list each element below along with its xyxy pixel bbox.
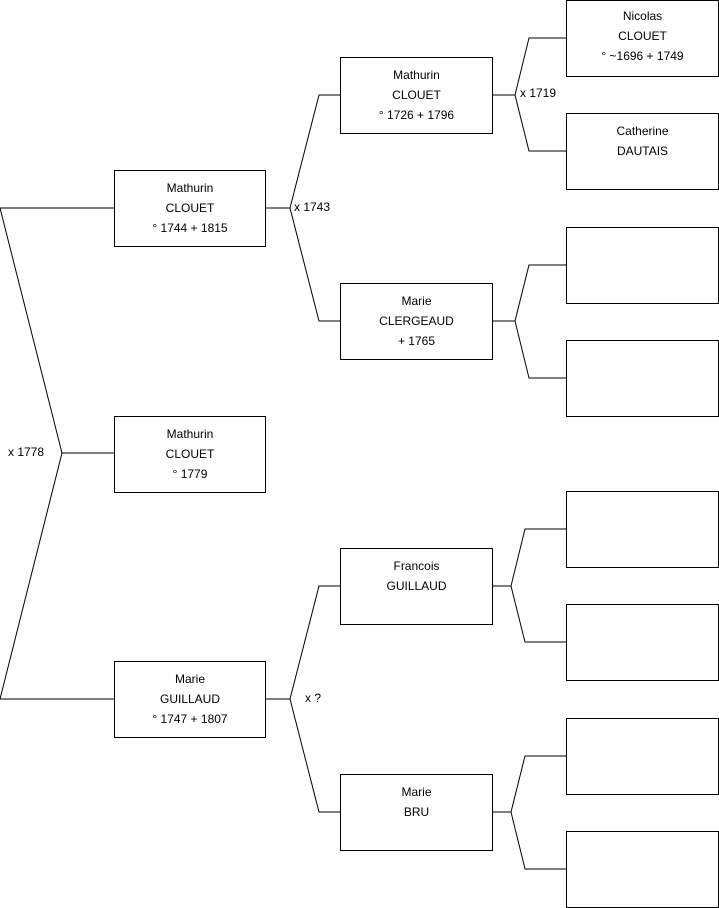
- connector-mf-branch-lower: [510, 585, 567, 643]
- person-text-line: ° ~1696 + 1749: [601, 49, 684, 63]
- person-text-line: Francois: [393, 559, 440, 573]
- person-box-mfm[interactable]: [566, 604, 719, 681]
- person-text-line: Mathurin: [166, 181, 214, 195]
- person-box-mmm[interactable]: [566, 831, 719, 908]
- connector-ff-branch: [492, 37, 567, 96]
- person-text-line: ° 1744 + 1815: [152, 221, 228, 235]
- person-text-line: Catherine: [616, 124, 669, 138]
- person-box-fmm[interactable]: [566, 340, 719, 417]
- connector-fm-branch-lower: [514, 320, 567, 379]
- connector-father-branch: [265, 94, 341, 209]
- person-text-line: Mathurin: [393, 68, 440, 82]
- person-box-mmf[interactable]: [566, 718, 719, 795]
- connector-mf-branch: [492, 528, 567, 587]
- person-text-line: CLOUET: [165, 201, 215, 215]
- connector-mm-branch-lower: [510, 811, 567, 870]
- person-text-line: + 1765: [397, 334, 436, 348]
- person-text-line: GUILLAUD: [159, 692, 221, 706]
- connector-mm-branch: [492, 755, 567, 813]
- connector-father-branch-lower: [289, 207, 341, 322]
- person-text-line: Marie: [401, 294, 432, 308]
- person-text-line: Nicolas: [622, 9, 663, 23]
- person-text-line: CLERGEAUD: [379, 314, 454, 328]
- marriage-label-parents: x 1778: [8, 445, 45, 459]
- person-text-line: CLOUET: [392, 88, 441, 102]
- person-text-line: CLOUET: [165, 447, 215, 461]
- person-text-line: DAUTAIS: [616, 144, 669, 158]
- person-text-line: Marie: [401, 785, 432, 799]
- person-text-line: ° 1779: [172, 467, 208, 481]
- person-text-line: BRU: [403, 805, 430, 819]
- person-text-line: ° 1726 + 1796: [378, 108, 455, 122]
- person-text-line: Mathurin: [166, 427, 214, 441]
- connector-mother-branch: [265, 585, 341, 700]
- connector-fm-branch: [492, 264, 567, 322]
- person-text-line: CLOUET: [618, 29, 667, 43]
- marriage-label-paternal-paternal: x 1719: [520, 86, 557, 100]
- person-text-line: GUILLAUD: [386, 579, 447, 593]
- person-box-mff[interactable]: [566, 491, 719, 568]
- marriage-label-maternal: x ?: [305, 691, 322, 705]
- person-text-line: ° 1747 + 1807: [152, 712, 228, 726]
- person-text-line: Marie: [174, 672, 205, 686]
- connector-mother-branch-lower: [289, 698, 341, 813]
- connector-ff-branch-lower: [514, 94, 567, 152]
- person-box-fmf[interactable]: [566, 227, 719, 304]
- marriage-label-paternal: x 1743: [294, 200, 331, 214]
